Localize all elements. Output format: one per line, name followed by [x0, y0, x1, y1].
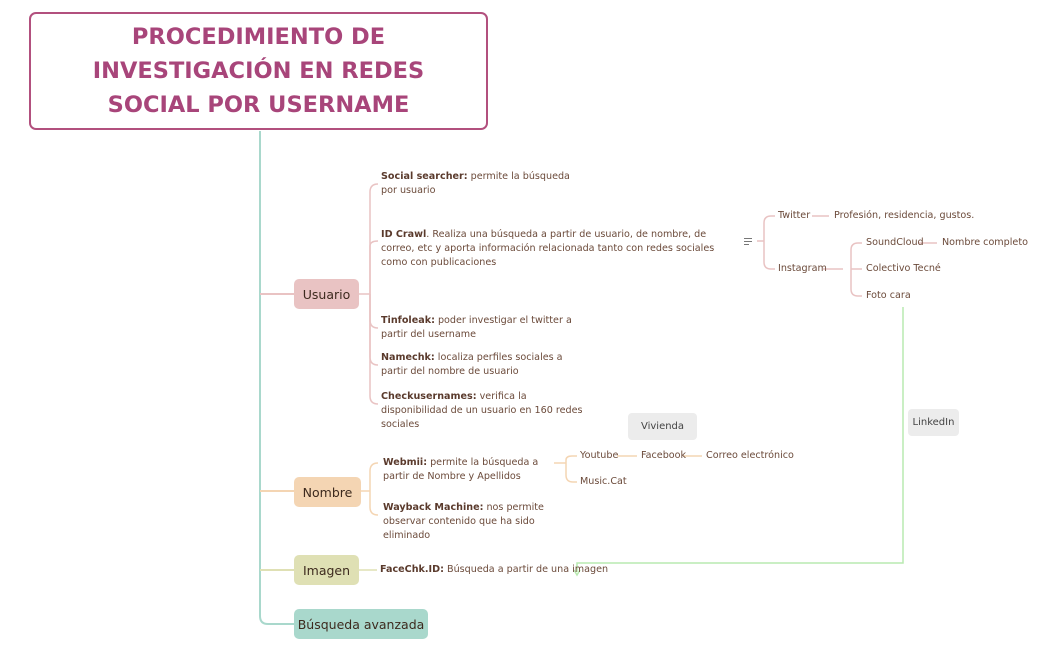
leaf-desc: permite la búsqueda a partir de Nombre y…: [383, 457, 539, 482]
sub-soundcloud[interactable]: SoundCloud: [866, 237, 924, 248]
sub-soundcloud-info[interactable]: Nombre completo: [942, 237, 1028, 248]
leaf-webmii[interactable]: Webmii: permite la búsqueda a partir de …: [383, 456, 561, 484]
sub-music-cat[interactable]: Music.Cat: [580, 476, 627, 487]
sub-facebook[interactable]: Facebook: [641, 450, 687, 461]
sub-foto-cara[interactable]: Foto cara: [866, 290, 911, 301]
note-icon[interactable]: [744, 238, 752, 247]
node-usuario-label: Usuario: [302, 286, 351, 302]
leaf-desc: localiza perfiles sociales a partir del …: [381, 352, 563, 377]
floating-linkedin-label: LinkedIn: [912, 417, 955, 428]
leaf-namechk[interactable]: Namechk: localiza perfiles sociales a pa…: [381, 351, 586, 379]
leaf-name: Namechk:: [381, 352, 435, 363]
leaf-desc: permite la búsqueda por usuario: [381, 171, 570, 196]
leaf-name: FaceChk.ID:: [380, 564, 444, 575]
leaf-desc: . Realiza una búsqueda a partir de usuar…: [381, 229, 715, 268]
node-usuario[interactable]: Usuario: [294, 279, 359, 309]
title-box[interactable]: PROCEDIMIENTO DE INVESTIGACIÓN EN REDES …: [29, 12, 488, 130]
node-busqueda-avanzada[interactable]: Búsqueda avanzada: [294, 609, 428, 639]
page-title: PROCEDIMIENTO DE INVESTIGACIÓN EN REDES …: [92, 24, 425, 118]
floating-vivienda-label: Vivienda: [640, 421, 685, 432]
leaf-desc: Búsqueda a partir de una imagen: [443, 564, 609, 575]
leaf-name: Tinfoleak:: [381, 315, 435, 326]
node-imagen-label: Imagen: [302, 562, 351, 578]
leaf-name: Social searcher:: [381, 171, 468, 182]
leaf-id-crawl[interactable]: ID Crawl. Realiza una búsqueda a partir …: [381, 228, 726, 270]
sub-twitter-info[interactable]: Profesión, residencia, gustos.: [834, 210, 975, 221]
leaf-name: Checkusernames:: [381, 391, 477, 402]
leaf-wayback-machine[interactable]: Wayback Machine: nos permite observar co…: [383, 501, 573, 543]
leaf-name: ID Crawl: [381, 229, 427, 240]
leaf-desc: verifica la disponibilidad de un usuario…: [381, 391, 583, 430]
floating-linkedin[interactable]: LinkedIn: [908, 409, 959, 436]
leaf-desc: nos permite observar contenido que ha si…: [383, 502, 544, 541]
sub-correo[interactable]: Correo electrónico: [706, 450, 794, 461]
leaf-name: Wayback Machine:: [383, 502, 484, 513]
leaf-tinfoleak[interactable]: Tinfoleak: poder investigar el twitter a…: [381, 314, 586, 342]
sub-twitter[interactable]: Twitter: [778, 210, 811, 221]
node-nombre-label: Nombre: [302, 484, 353, 500]
node-busqueda-avanzada-label: Búsqueda avanzada: [297, 616, 425, 632]
node-imagen[interactable]: Imagen: [294, 555, 359, 585]
sub-instagram[interactable]: Instagram: [778, 263, 827, 274]
floating-vivienda[interactable]: Vivienda: [628, 413, 697, 440]
node-nombre[interactable]: Nombre: [294, 477, 361, 507]
sub-youtube[interactable]: Youtube: [580, 450, 619, 461]
leaf-desc: poder investigar el twitter a partir del…: [381, 315, 572, 340]
leaf-name: Webmii:: [383, 457, 428, 468]
leaf-checkusernames[interactable]: Checkusernames: verifica la disponibilid…: [381, 390, 586, 432]
leaf-social-searcher[interactable]: Social searcher: permite la búsqueda por…: [381, 170, 571, 198]
leaf-facechk[interactable]: FaceChk.ID: Búsqueda a partir de una ima…: [380, 563, 608, 577]
sub-colectivo[interactable]: Colectivo Tecné: [866, 263, 941, 274]
